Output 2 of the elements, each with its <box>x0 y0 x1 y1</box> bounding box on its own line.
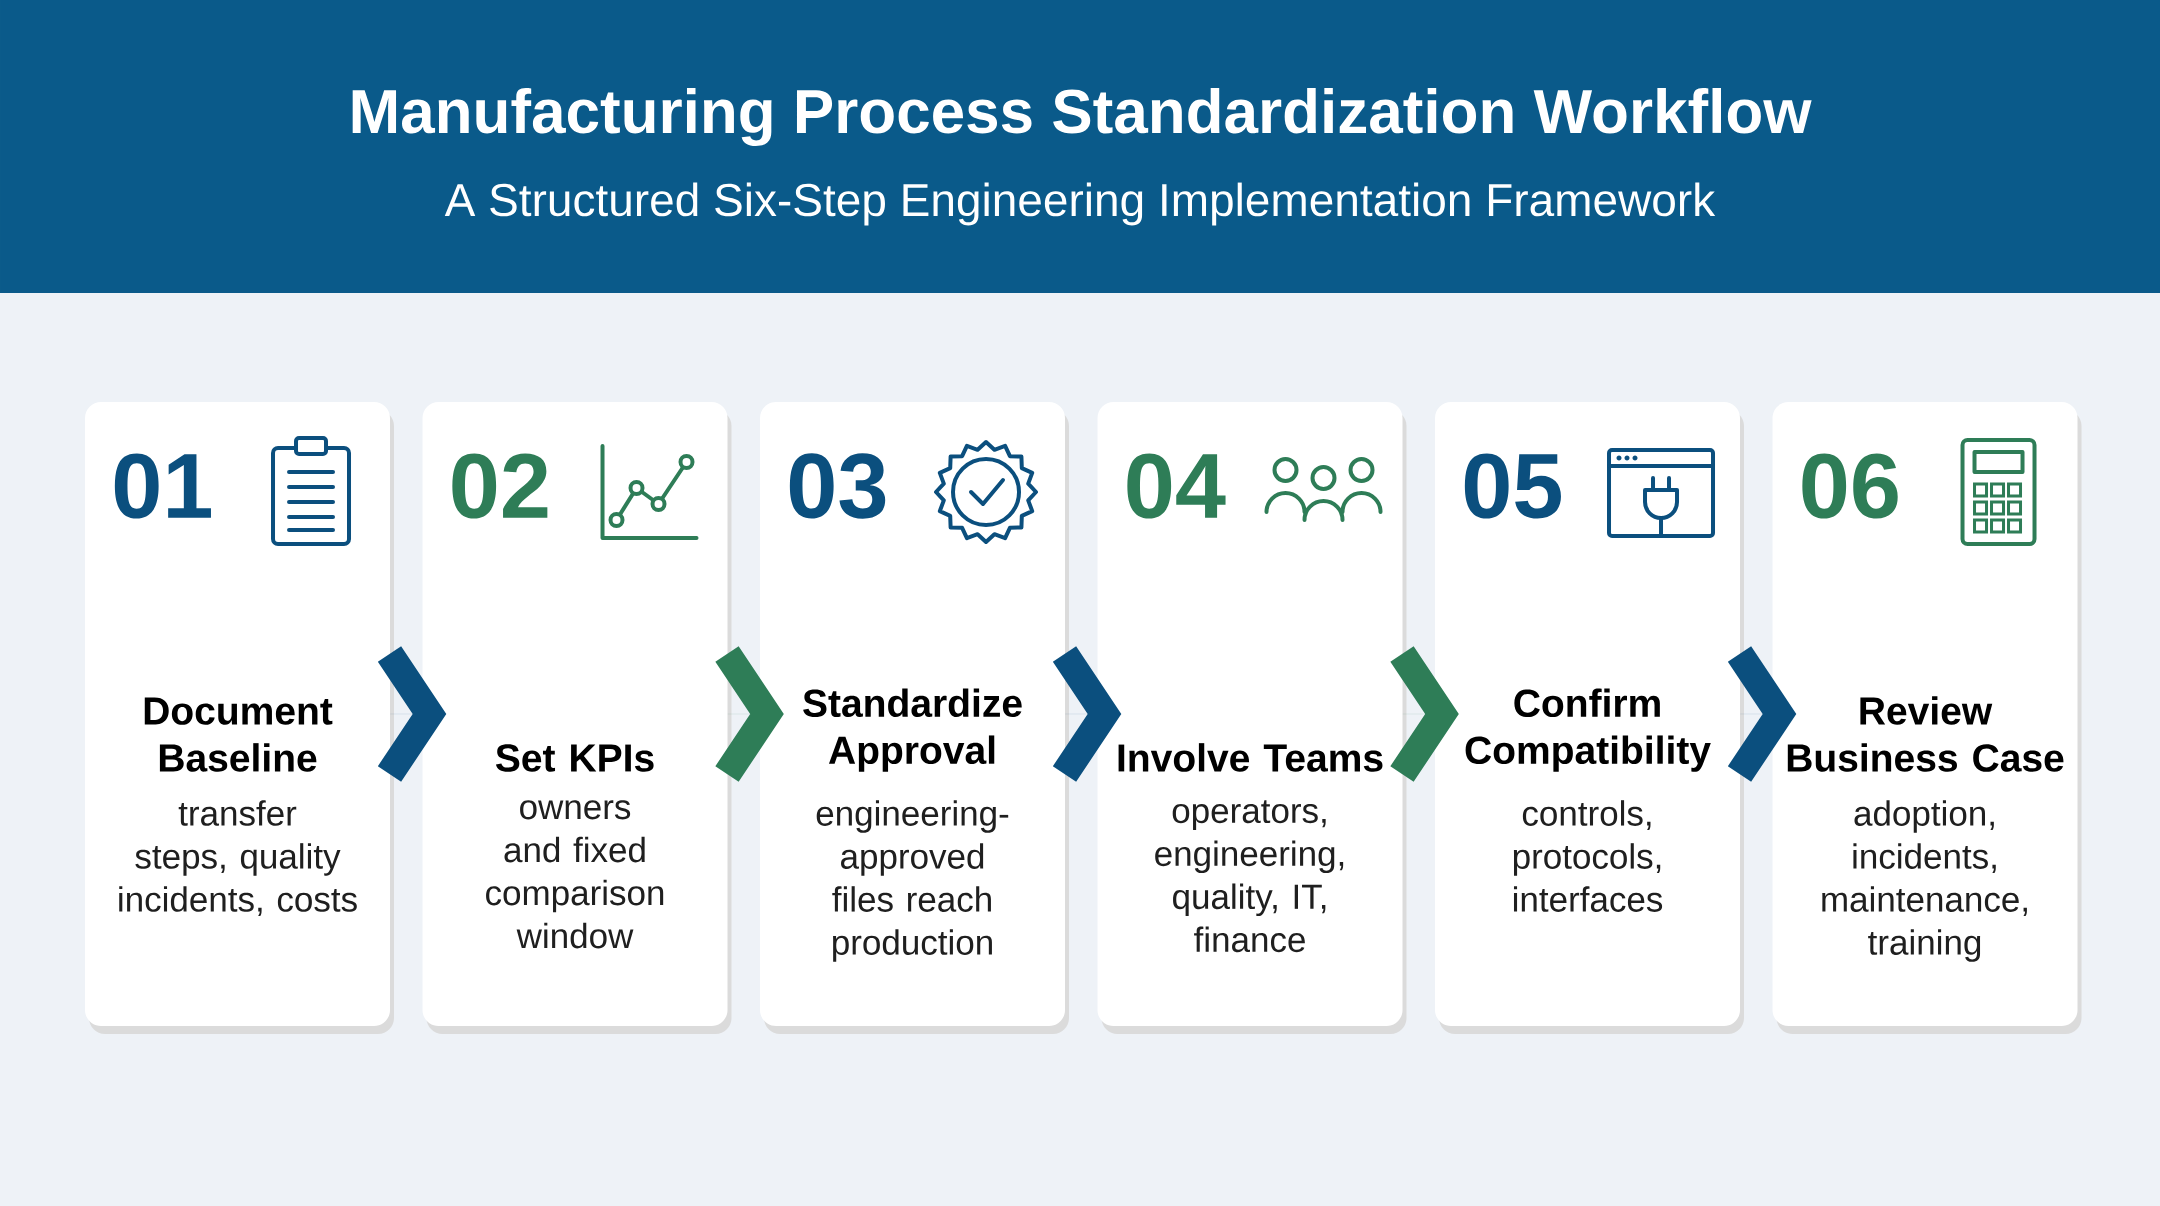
title: Manufacturing Process Standardization Workflow <box>352 87 1812 147</box>
subtitle: A Structured Six-Step Engineering Implementation Framework <box>444 182 1716 226</box>
